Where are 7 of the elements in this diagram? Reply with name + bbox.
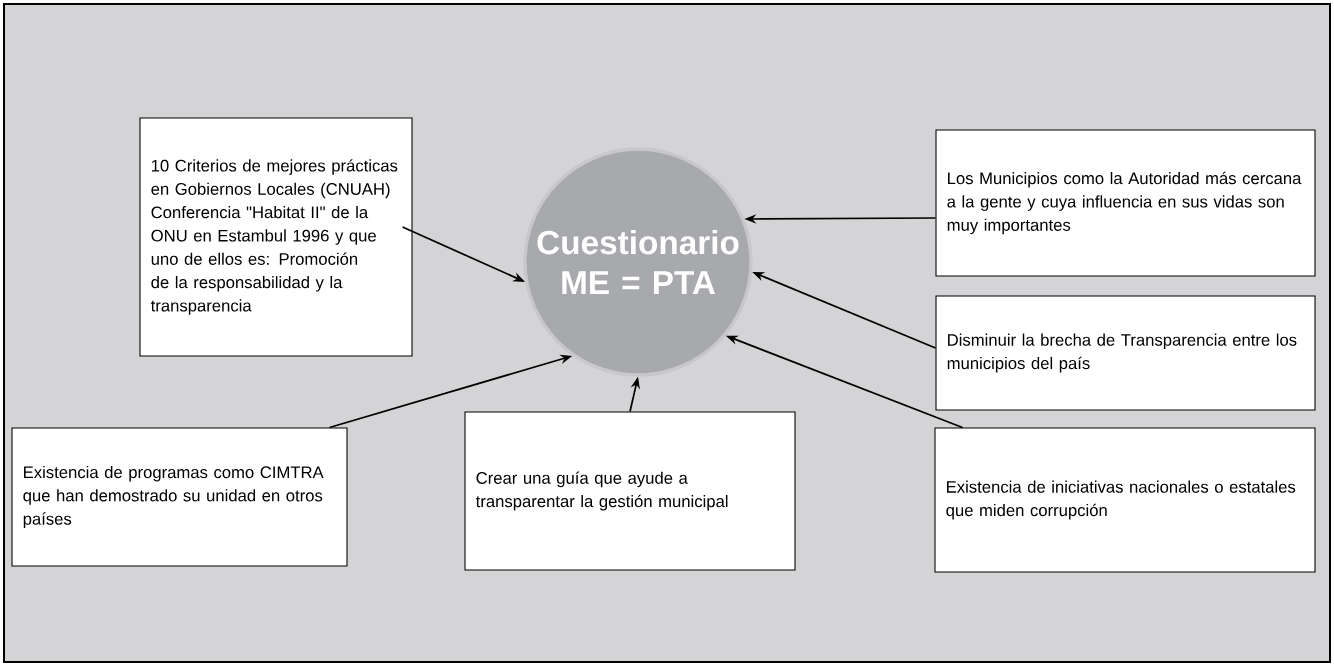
text-box: Existencia de programas como CIMTRA que han demostrado su unidad en otros países <box>11 427 348 567</box>
circle-node: Cuestionario ME = PTA <box>523 147 753 377</box>
text-box: Disminuir la brecha de Transparencia entre los municipios del país <box>935 295 1316 411</box>
text-box: Los Municipios como la Autoridad más cercana a la gente y cuya influencia en sus vidas son muy importantes <box>935 129 1316 277</box>
text-box: Crear una guía que ayude a transparentar la gestión municipal <box>464 411 796 571</box>
text-box: 10 Criterios de mejores prácticas en Gobiernos Locales (CNUAH) Conferencia "Habitat II" de la ONU en Estambul 1996 y que uno de ellos es: Promoción de la responsabilidad y la transparencia <box>139 117 413 357</box>
text-box: Existencia de iniciativas nacionales o estatales que miden corrupción <box>934 427 1316 573</box>
